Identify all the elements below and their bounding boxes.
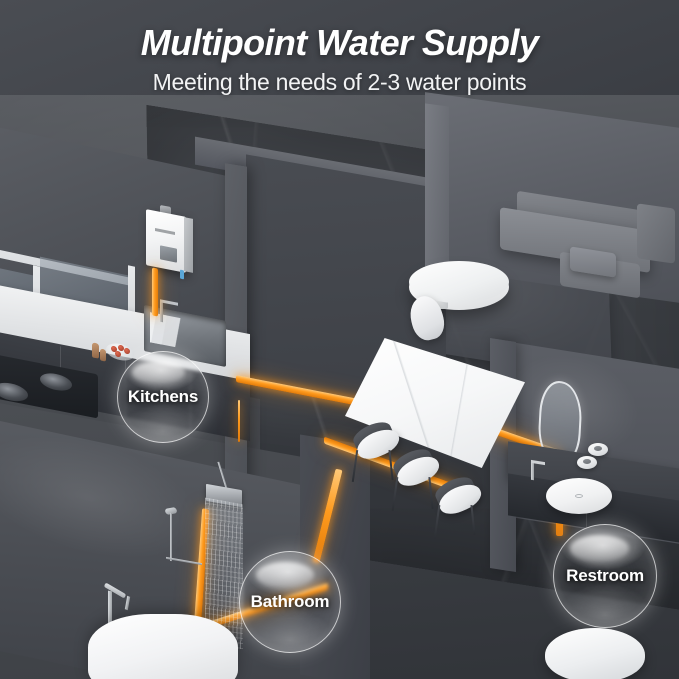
fruit-item [124,347,130,355]
tankless-water-heater [146,209,186,273]
vanity-faucet [531,461,534,481]
freestanding-bathtub [88,614,238,679]
fruit-item [115,350,121,358]
toilet [545,628,645,679]
pipe-heater-drop [152,267,158,317]
hotspot-label-kitchens: Kitchens [127,387,199,406]
pipe-elbow-kitchen [238,400,240,442]
hotspot-restroom[interactable]: Restroom [553,524,657,628]
spice-jar-b [100,348,106,362]
toilet-paper-core [583,459,591,464]
hotspot-label-restroom: Restroom [566,566,644,585]
sofa-armrest [637,203,675,264]
page-title: Multipoint Water Supply [140,22,539,63]
kitchen-faucet [160,301,163,323]
spice-jar-a [92,342,99,359]
hotspot-kitchens[interactable]: Kitchens [117,351,209,443]
hotspot-bathroom[interactable]: Bathroom [239,551,341,653]
living-room-wall-edge [425,103,449,287]
page-subtitle: Meeting the needs of 2-3 water points [152,69,527,95]
cold-water-inlet-pipe [180,269,184,280]
sink-drain [575,494,583,498]
shower-slide-rail [170,512,172,562]
water-heater-side-panel [184,217,193,273]
toilet-paper-core [594,446,602,451]
hotspot-label-bathroom: Bathroom [250,592,330,611]
